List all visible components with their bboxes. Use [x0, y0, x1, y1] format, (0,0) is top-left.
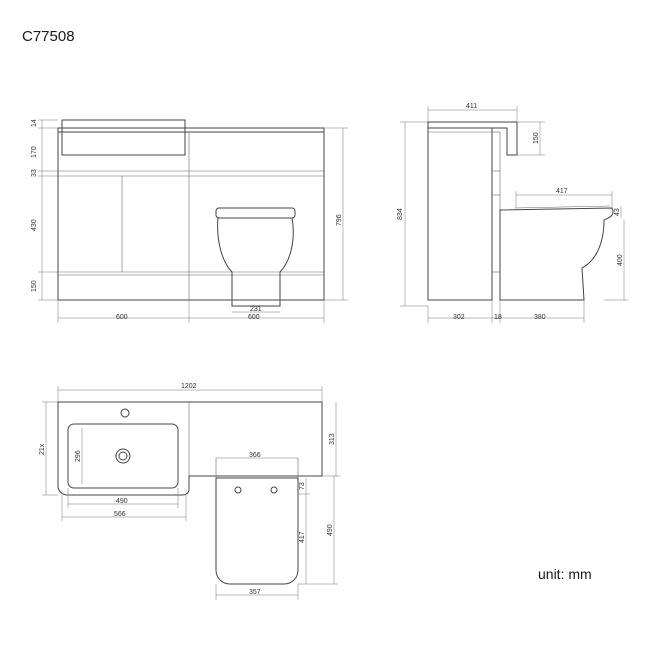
- dim-plinth-150: 150: [31, 280, 38, 292]
- top-basin-bowl: [67, 423, 179, 489]
- dim-base-302: 302: [453, 314, 465, 321]
- product-code: C77508: [22, 28, 75, 45]
- seat-fix-right: [270, 486, 278, 494]
- front-worktop: [57, 127, 325, 133]
- dim-bowl-296: 296: [75, 450, 82, 462]
- dim-pan-231: 231: [250, 306, 262, 313]
- dim-cistern-150: 150: [533, 132, 540, 144]
- dim-depth-411: 411: [466, 103, 477, 110]
- dim-total-1202: 1202: [181, 383, 197, 390]
- waste-outer: [115, 448, 131, 464]
- side-view: 411 150 834 417 43 400: [397, 103, 628, 323]
- unit-label: unit: mm: [538, 566, 592, 582]
- top-toilet-pan: [215, 477, 299, 585]
- seat-fix-left: [234, 486, 242, 494]
- waste-inner: [118, 451, 128, 461]
- dim-depth-313: 313: [329, 433, 336, 445]
- dim-pan-73: 73: [299, 482, 306, 490]
- dim-width-600: 600: [116, 314, 128, 321]
- dim-height-796: 796: [336, 214, 343, 226]
- front-toilet-pan: [217, 217, 294, 307]
- tap-hole: [120, 408, 130, 418]
- dim-pan-400: 400: [617, 254, 624, 266]
- dim-pan-357: 357: [249, 589, 261, 596]
- side-basin: [427, 121, 518, 156]
- dim-height-834: 834: [397, 208, 404, 220]
- dim-doors-430: 430: [31, 219, 38, 231]
- front-basin: [61, 119, 186, 156]
- dim-pan-417: 417: [299, 531, 306, 543]
- dim-basin-566: 566: [114, 511, 126, 518]
- dim-gap-18: 18: [494, 314, 502, 321]
- dim-pan-366: 366: [249, 452, 261, 459]
- dim-basin-170: 170: [31, 146, 38, 158]
- front-toilet-seat: [215, 207, 296, 219]
- dim-seat-417: 417: [556, 188, 568, 195]
- dim-depth-21x: 21x: [39, 443, 46, 455]
- top-view: 1202 21x 313 296 490 566 366: [39, 383, 340, 600]
- front-cabinet: [57, 131, 325, 301]
- dim-bowl-490: 490: [116, 498, 128, 505]
- top-worktop: [57, 401, 323, 496]
- side-cabinet: [427, 127, 493, 301]
- dim-pan-380: 380: [534, 314, 546, 321]
- dim-top-14: 14: [31, 119, 38, 127]
- dim-width-600b: 600: [248, 314, 260, 321]
- dim-seat-43: 43: [614, 208, 621, 216]
- side-toilet: [499, 207, 614, 301]
- dim-pan-490: 490: [327, 524, 334, 536]
- dim-gap-33: 33: [31, 169, 38, 177]
- front-view: 14 170 33 430 150 796 600 600 231: [31, 119, 348, 323]
